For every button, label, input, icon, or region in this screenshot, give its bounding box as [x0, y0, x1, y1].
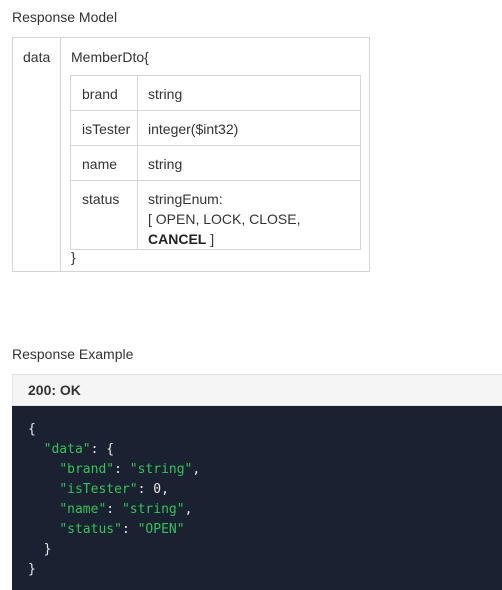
response-example-title: Response Example [12, 346, 134, 362]
property-name: brand [70, 75, 138, 111]
model-properties-table: brand string isTester integer($int32) na… [70, 75, 361, 250]
property-row: brand string [70, 75, 361, 111]
code-key: "status" [59, 522, 122, 537]
code-line: } [28, 560, 502, 580]
property-name: name [70, 145, 138, 181]
property-type: integer($int32) [137, 110, 361, 146]
enum-values-prefix: [ OPEN, LOCK, CLOSE, [148, 211, 301, 227]
example-status-header: 200: OK [12, 374, 502, 406]
property-name: status [70, 180, 138, 250]
code-punctuation: : [121, 522, 138, 537]
model-type-close: } [71, 249, 76, 265]
code-inner-close-brace: } [43, 542, 52, 557]
model-key-label: data [23, 49, 51, 65]
enum-type-label: stringEnum: [148, 191, 223, 207]
response-model-title: Response Model [12, 9, 118, 25]
property-row: name string [70, 145, 361, 181]
code-punctuation: , [161, 482, 169, 497]
code-punctuation: , [184, 502, 193, 517]
code-outer-close-brace: } [28, 562, 36, 577]
model-key-cell: data [13, 38, 61, 271]
property-type: string [137, 145, 361, 181]
code-line: "status": "OPEN" [28, 520, 502, 540]
code-key: "name" [59, 502, 107, 517]
code-line: "isTester": 0, [28, 480, 502, 500]
property-type-enum: stringEnum: [ OPEN, LOCK, CLOSE, CANCEL … [137, 180, 361, 250]
code-key: "brand" [59, 462, 115, 477]
code-punctuation: : { [90, 442, 115, 457]
code-key: "isTester" [59, 482, 138, 497]
code-open-brace: { [28, 422, 36, 437]
code-line: "data": { [28, 440, 502, 460]
code-key: "data" [43, 442, 91, 457]
enum-values: [ OPEN, LOCK, CLOSE, CANCEL ] [148, 209, 360, 249]
enum-value-highlighted: CANCEL [148, 231, 207, 247]
code-punctuation: : [137, 482, 154, 497]
enum-values-suffix: ] [206, 231, 215, 247]
code-line: { [28, 420, 502, 440]
property-row: status stringEnum: [ OPEN, LOCK, CLOSE, … [70, 180, 361, 250]
code-value: 0 [153, 482, 162, 497]
code-line: } [28, 540, 502, 560]
model-type-name: MemberDto{ [71, 49, 149, 65]
code-punctuation: , [192, 462, 201, 477]
code-value: "OPEN" [137, 522, 185, 537]
response-model-table: data MemberDto{ } [12, 37, 370, 272]
code-punctuation: : [106, 502, 122, 517]
property-type: string [137, 75, 361, 111]
code-line: "name": "string", [28, 500, 502, 520]
property-name: isTester [70, 110, 138, 146]
property-row: isTester integer($int32) [70, 110, 361, 146]
code-value: "string" [129, 462, 193, 477]
code-punctuation: : [114, 462, 130, 477]
code-value: "string" [121, 502, 185, 517]
code-line: "brand": "string", [28, 460, 502, 480]
example-code-block: { "data": { "brand": "string", "isTester… [12, 406, 502, 590]
status-code-label: 200: OK [28, 382, 81, 398]
